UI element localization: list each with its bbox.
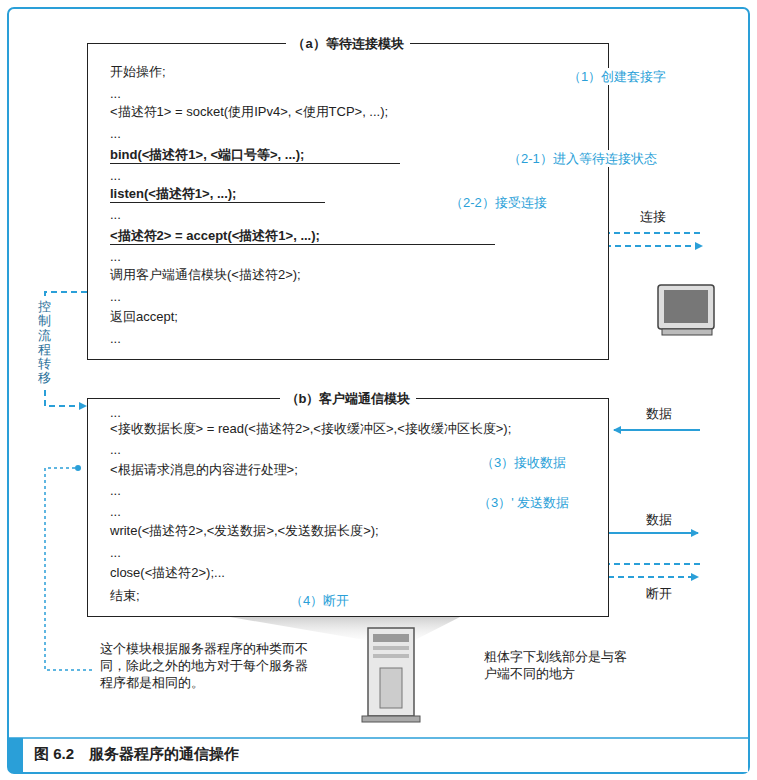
code-line: ...	[110, 207, 121, 223]
flow-label: 连接	[640, 208, 666, 225]
callout-text: （2-1）进入等待连接状态	[508, 150, 657, 167]
flow-label: 数据	[646, 405, 672, 422]
code-line: ...	[110, 545, 121, 561]
code-line: ...	[110, 126, 121, 142]
server-only-code: listen(<描述符1>, ...);	[110, 186, 325, 203]
caption-ground	[9, 738, 748, 772]
code-line: ...	[110, 86, 121, 102]
code-line: write(<描述符2>,<发送数据>,<发送数据长度>);	[110, 523, 379, 539]
code-line: ...	[110, 405, 121, 421]
code-line: ...	[110, 483, 121, 499]
code-line: ...	[110, 289, 121, 305]
server-only-code: <描述符2> = accept(<描述符1>, ...);	[110, 228, 495, 245]
client-monitor	[658, 285, 714, 335]
module-title-text: （a）等待连接模块	[286, 36, 409, 51]
flow-label: 断开	[646, 585, 672, 602]
outer-frame	[8, 8, 749, 773]
code-line: 返回accept;	[110, 309, 178, 325]
code-line: ...	[110, 249, 121, 265]
edge-label: 控制流程转移	[38, 300, 51, 386]
control-transfer-arrow	[45, 292, 87, 406]
figure-caption: 图 6.2 服务器程序的通信操作	[34, 745, 239, 764]
caption-marker	[9, 738, 23, 772]
callout-text: （2-2）接受连接	[450, 194, 547, 211]
callout-text: （1）创建套接字	[568, 68, 666, 85]
callout-text: （4）断开	[290, 592, 349, 609]
note-text: 这个模块根据服务器程序的种类而不同，除此之外的地方对于每个服务器程序都是相同的。	[100, 640, 315, 691]
code-line: <根据请求消息的内容进行处理>;	[110, 462, 298, 478]
callout-text: （3）接收数据	[481, 454, 566, 471]
code-line: ...	[110, 442, 121, 458]
code-line: ...	[110, 504, 121, 520]
server-only-code: bind(<描述符1>, <端口号等>, ...);	[110, 147, 400, 164]
module-title: （a）等待连接模块	[88, 34, 608, 53]
code-line: ...	[110, 331, 121, 347]
code-line: <描述符1> = socket(使用IPv4>, <使用TCP>, ...);	[110, 104, 388, 120]
code-line: ...	[110, 168, 121, 184]
code-line: <接收数据长度> = read(<描述符2>,<接收缓冲区>,<接收缓冲区长度>…	[110, 421, 511, 437]
server-beam	[230, 617, 460, 640]
code-line: 开始操作;	[110, 64, 166, 80]
note-text: 粗体字下划线部分是与客户端不同的地方	[484, 648, 636, 682]
module-title: （b）客户端通信模块	[88, 389, 608, 408]
flow-label: 数据	[646, 511, 672, 528]
server-tower	[362, 628, 420, 722]
code-line: close(<描述符2>);...	[110, 565, 225, 581]
module-title-text: （b）客户端通信模块	[280, 391, 417, 406]
code-line: 调用客户端通信模块(<描述符2>);	[110, 267, 301, 283]
code-line: 结束;	[110, 588, 140, 604]
callout-text: （3）' 发送数据	[478, 494, 569, 511]
